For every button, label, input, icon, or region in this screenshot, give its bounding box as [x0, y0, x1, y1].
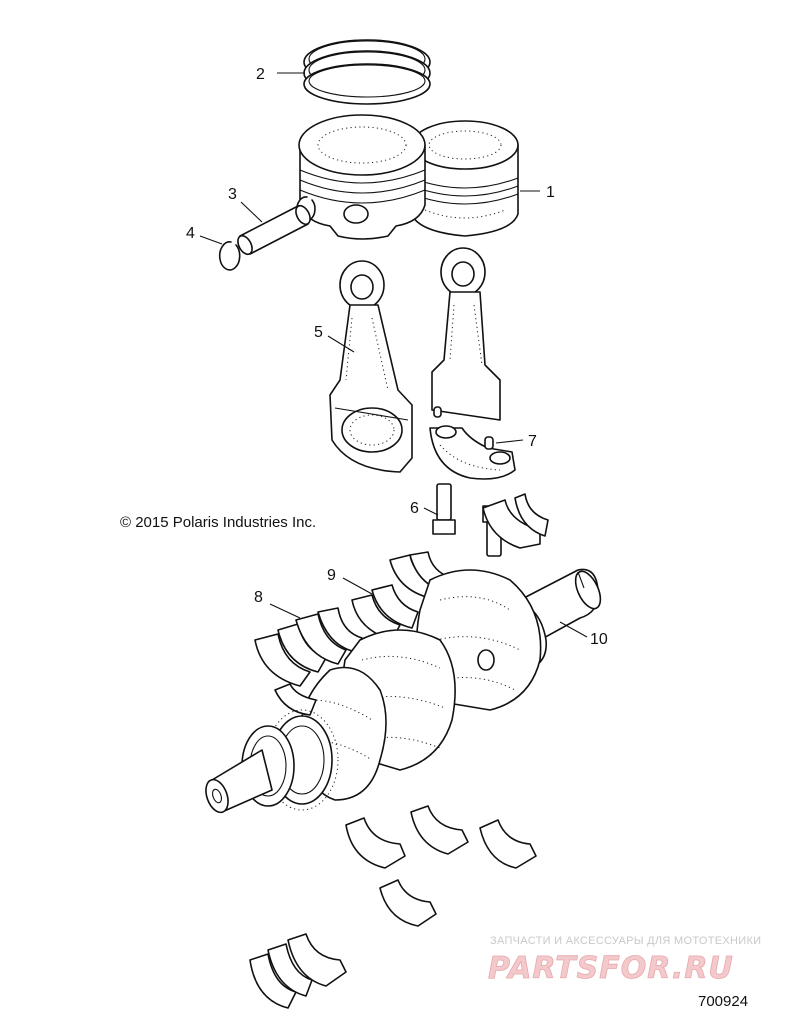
connecting-rod-right — [431, 247, 501, 421]
callout-7: 7 — [528, 433, 537, 450]
callout-1: 1 — [546, 184, 555, 201]
callout-3: 3 — [228, 186, 237, 203]
callout-6: 6 — [410, 500, 419, 517]
main-bearing-shells — [254, 607, 363, 687]
leader-8 — [269, 603, 301, 619]
watermark-brand: PARTSFOR.RU — [488, 951, 734, 986]
leader-9 — [342, 577, 373, 595]
leader-4 — [199, 235, 223, 245]
callout-5: 5 — [314, 324, 323, 341]
leader-5 — [327, 335, 355, 353]
leader-7 — [495, 439, 524, 444]
leader-6 — [423, 507, 439, 516]
main-bearing-shells-upper — [351, 551, 453, 641]
connecting-rod-cap — [429, 425, 516, 480]
copyright-notice: © 2015 Polaris Industries Inc. — [120, 514, 316, 531]
leader-3 — [240, 201, 263, 223]
rod-bearing-shells — [482, 493, 549, 549]
leader-lines — [199, 72, 588, 638]
callout-8: 8 — [254, 589, 263, 606]
callout-labels: 2 1 3 4 5 6 7 8 9 10 — [186, 66, 608, 648]
lower-bearing-shells — [249, 805, 537, 1009]
diagram-number: 700924 — [698, 993, 748, 1010]
piston-ring-set — [303, 39, 431, 105]
piston-left — [298, 114, 426, 240]
piston-pin — [237, 204, 311, 256]
callout-2: 2 — [256, 66, 265, 83]
watermark-tagline: ЗАПЧАСТИ И АКСЕССУАРЫ ДЛЯ МОТОТЕХНИКИ — [490, 935, 761, 947]
callout-10: 10 — [590, 631, 608, 648]
watermark: ЗАПЧАСТИ И АКСЕССУАРЫ ДЛЯ МОТОТЕХНИКИ PA… — [488, 935, 761, 986]
callout-4: 4 — [186, 225, 195, 242]
leader-10 — [559, 621, 588, 638]
piston-right — [411, 120, 519, 237]
callout-9: 9 — [327, 567, 336, 584]
connecting-rod-left — [329, 260, 413, 473]
dowel-pins — [433, 406, 494, 450]
crankshaft — [205, 568, 602, 814]
